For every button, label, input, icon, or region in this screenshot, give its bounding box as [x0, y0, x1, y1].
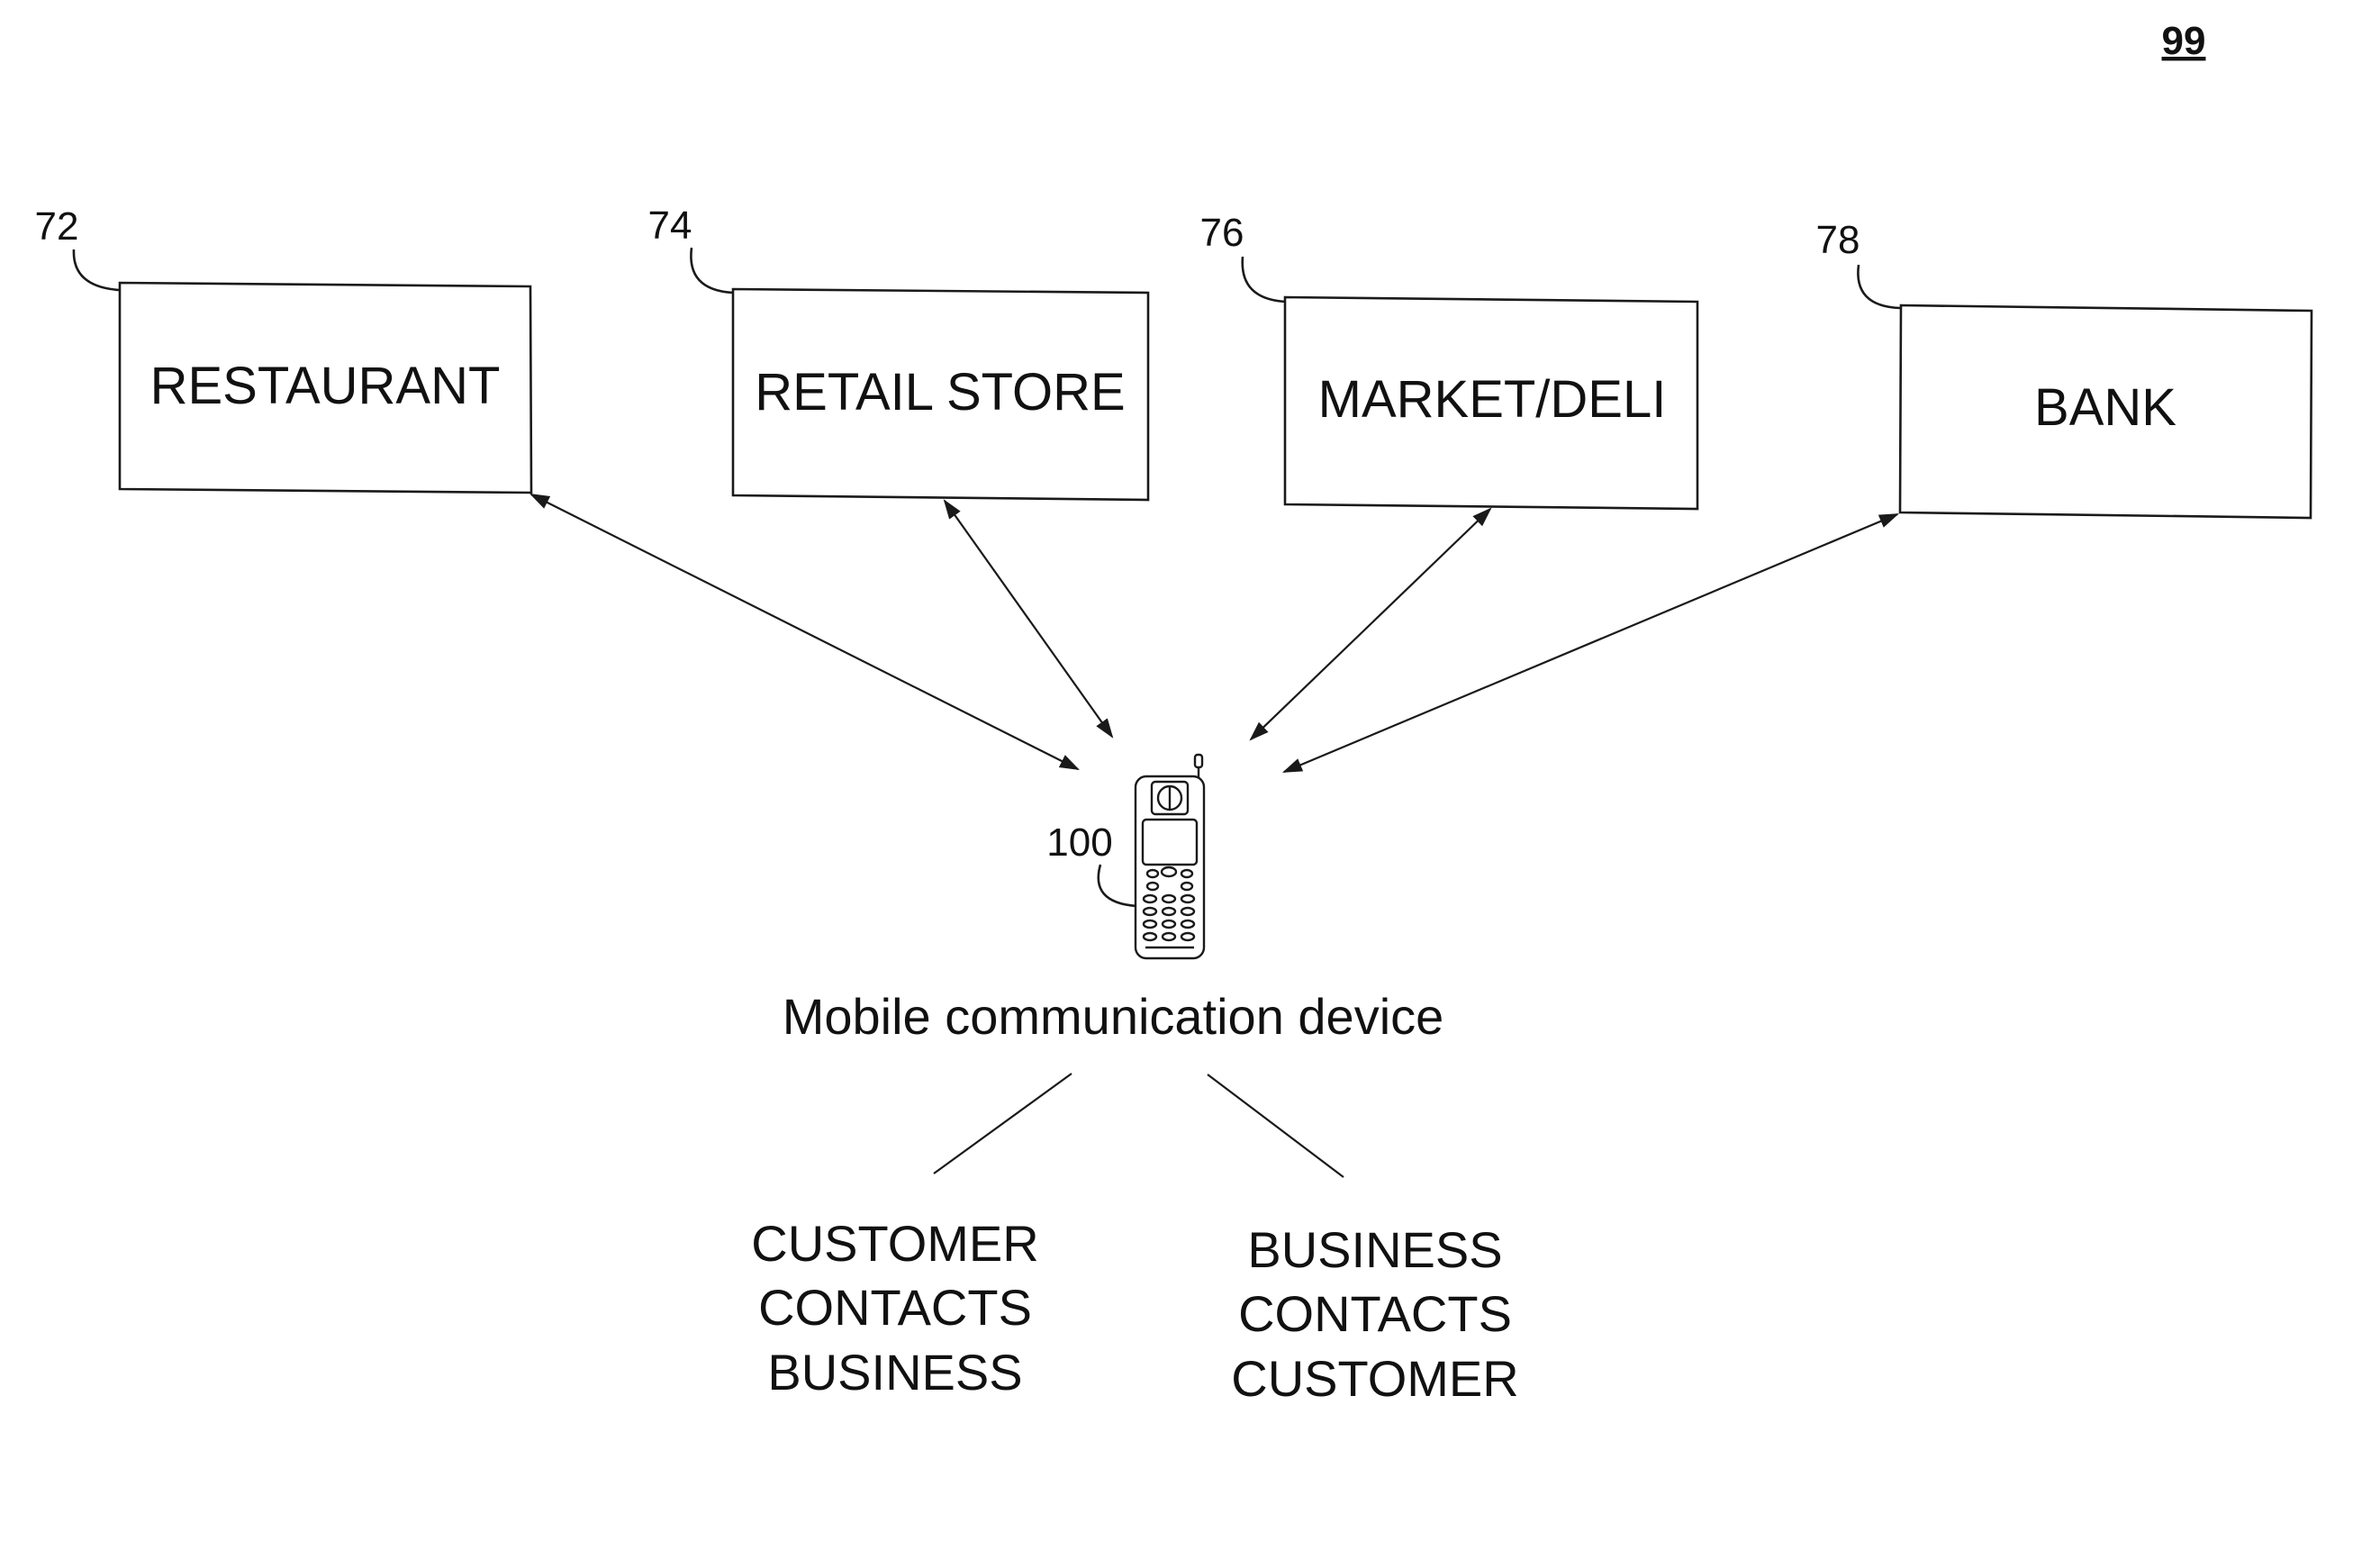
ref-number-74: 74 [648, 204, 692, 248]
ref-leader-74 [691, 248, 733, 293]
customer-contacts-business: CUSTOMER CONTACTS BUSINESS [751, 1215, 1038, 1400]
flow-left-line-1: CUSTOMER [751, 1215, 1038, 1272]
entity-bank: 78 BANK [1816, 218, 2312, 518]
entity-retail-store: 74 RETAIL STORE [648, 204, 1148, 500]
flow-left-line-2: CONTACTS [758, 1279, 1032, 1336]
retail-store-label: RETAIL STORE [755, 363, 1125, 422]
ref-leader-72 [74, 249, 119, 290]
connection-retail-device [945, 501, 1112, 737]
ref-leader-100 [1099, 865, 1136, 906]
ref-leader-78 [1858, 265, 1900, 308]
ref-leader-76 [1243, 257, 1286, 302]
flow-left-line-3: BUSINESS [767, 1344, 1022, 1400]
ref-number-100: 100 [1046, 820, 1112, 865]
flow-right-line-3: CUSTOMER [1231, 1350, 1518, 1407]
entity-restaurant: 72 RESTAURANT [35, 204, 531, 493]
flow-right-line-1: BUSINESS [1247, 1221, 1502, 1278]
connection-market-device [1251, 509, 1490, 739]
branch-line-left [934, 1074, 1072, 1174]
device-caption: Mobile communication device [783, 988, 1444, 1045]
restaurant-label: RESTAURANT [150, 357, 501, 415]
flow-right-line-2: CONTACTS [1238, 1285, 1512, 1342]
market-deli-label: MARKET/DELI [1318, 370, 1667, 429]
bank-label: BANK [2034, 378, 2176, 437]
business-contacts-customer: BUSINESS CONTACTS CUSTOMER [1231, 1221, 1518, 1407]
ref-number-78: 78 [1816, 218, 1860, 262]
entity-market-deli: 76 MARKET/DELI [1200, 211, 1697, 509]
connection-restaurant-device [531, 494, 1078, 769]
branch-line-right [1208, 1074, 1344, 1177]
ref-number-72: 72 [35, 204, 79, 249]
figure-number: 99 [2162, 19, 2206, 63]
ref-number-76: 76 [1200, 211, 1244, 255]
mobile-phone-icon [1136, 755, 1204, 958]
connection-bank-device [1284, 514, 1897, 772]
